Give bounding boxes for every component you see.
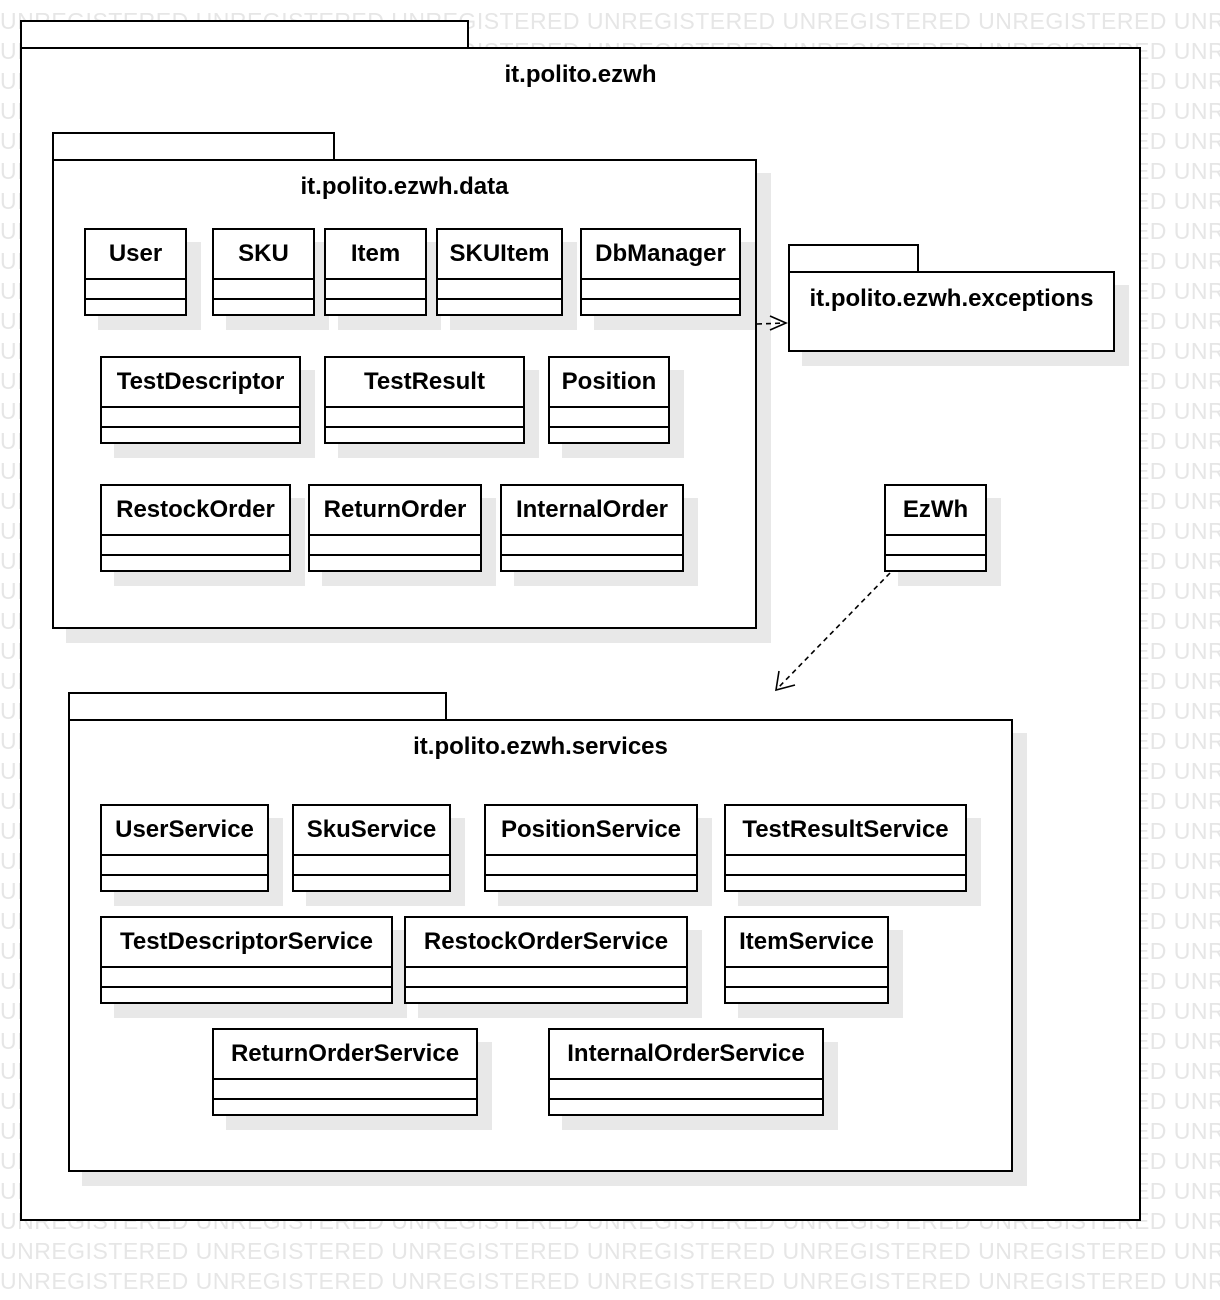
operations-compartment <box>102 428 299 442</box>
class-name: InternalOrder <box>502 486 682 536</box>
class-internalorder[interactable]: InternalOrder <box>500 484 684 572</box>
class-name: TestDescriptorService <box>102 918 391 968</box>
operations-compartment <box>102 988 391 1002</box>
class-name: ReturnOrderService <box>214 1030 476 1080</box>
operations-compartment <box>582 300 739 314</box>
class-name: SKUItem <box>438 230 561 280</box>
operations-compartment <box>214 1100 476 1114</box>
attributes-compartment <box>214 280 313 300</box>
class-testresult[interactable]: TestResult <box>324 356 525 444</box>
attributes-compartment <box>102 856 267 876</box>
class-name: UserService <box>102 806 267 856</box>
operations-compartment <box>550 428 668 442</box>
class-restockorder[interactable]: RestockOrder <box>100 484 291 572</box>
attributes-compartment <box>102 408 299 428</box>
operations-compartment <box>406 988 686 1002</box>
class-skuservice[interactable]: SkuService <box>292 804 451 892</box>
class-item[interactable]: Item <box>324 228 427 316</box>
operations-compartment <box>886 556 985 570</box>
operations-compartment <box>326 428 523 442</box>
attributes-compartment <box>438 280 561 300</box>
class-returnorder[interactable]: ReturnOrder <box>308 484 482 572</box>
package-root-title: it.polito.ezwh <box>504 61 657 88</box>
operations-compartment <box>726 876 965 890</box>
attributes-compartment <box>726 968 887 988</box>
package-exceptions-title: it.polito.ezwh.exceptions <box>809 285 1094 312</box>
attributes-compartment <box>502 536 682 556</box>
class-position[interactable]: Position <box>548 356 670 444</box>
class-name: RestockOrderService <box>406 918 686 968</box>
class-user[interactable]: User <box>84 228 187 316</box>
attributes-compartment <box>86 280 185 300</box>
operations-compartment <box>102 556 289 570</box>
class-returnorderservice[interactable]: ReturnOrderService <box>212 1028 478 1116</box>
class-testdescriptor[interactable]: TestDescriptor <box>100 356 301 444</box>
class-name: SKU <box>214 230 313 280</box>
class-dbmanager[interactable]: DbManager <box>580 228 741 316</box>
class-positionservice[interactable]: PositionService <box>484 804 698 892</box>
operations-compartment <box>326 300 425 314</box>
operations-compartment <box>102 876 267 890</box>
package-tab-data <box>52 132 335 161</box>
class-name: TestDescriptor <box>102 358 299 408</box>
class-sku[interactable]: SKU <box>212 228 315 316</box>
class-name: DbManager <box>582 230 739 280</box>
class-name: InternalOrderService <box>550 1030 822 1080</box>
package-tab-root <box>20 20 469 49</box>
operations-compartment <box>294 876 449 890</box>
class-restockorderservice[interactable]: RestockOrderService <box>404 916 688 1004</box>
package-services-title: it.polito.ezwh.services <box>413 733 668 760</box>
watermark-text: UNREGISTERED UNREGISTERED UNREGISTERED U… <box>0 1268 1220 1294</box>
attributes-compartment <box>102 968 391 988</box>
class-name: User <box>86 230 185 280</box>
class-name: EzWh <box>886 486 985 536</box>
attributes-compartment <box>886 536 985 556</box>
class-name: Position <box>550 358 668 408</box>
attributes-compartment <box>550 1080 822 1100</box>
class-name: TestResult <box>326 358 523 408</box>
class-name: ReturnOrder <box>310 486 480 536</box>
attributes-compartment <box>326 408 523 428</box>
watermark-text: UNREGISTERED UNREGISTERED UNREGISTERED U… <box>0 1238 1220 1264</box>
operations-compartment <box>550 1100 822 1114</box>
class-name: SkuService <box>294 806 449 856</box>
package-data-title: it.polito.ezwh.data <box>300 173 509 200</box>
class-name: PositionService <box>486 806 696 856</box>
attributes-compartment <box>406 968 686 988</box>
class-name: TestResultService <box>726 806 965 856</box>
class-testresultservice[interactable]: TestResultService <box>724 804 967 892</box>
operations-compartment <box>86 300 185 314</box>
package-exceptions[interactable]: it.polito.ezwh.exceptions <box>788 271 1115 352</box>
attributes-compartment <box>486 856 696 876</box>
attributes-compartment <box>294 856 449 876</box>
operations-compartment <box>214 300 313 314</box>
class-skuitem[interactable]: SKUItem <box>436 228 563 316</box>
attributes-compartment <box>102 536 289 556</box>
operations-compartment <box>726 988 887 1002</box>
attributes-compartment <box>550 408 668 428</box>
operations-compartment <box>438 300 561 314</box>
class-ezwh[interactable]: EzWh <box>884 484 987 572</box>
operations-compartment <box>502 556 682 570</box>
attributes-compartment <box>214 1080 476 1100</box>
package-tab-services <box>68 692 447 721</box>
class-testdescriptorservice[interactable]: TestDescriptorService <box>100 916 393 1004</box>
class-userservice[interactable]: UserService <box>100 804 269 892</box>
class-name: ItemService <box>726 918 887 968</box>
operations-compartment <box>310 556 480 570</box>
attributes-compartment <box>726 856 965 876</box>
class-name: Item <box>326 230 425 280</box>
package-tab-exceptions <box>788 244 919 273</box>
class-name: RestockOrder <box>102 486 289 536</box>
attributes-compartment <box>582 280 739 300</box>
operations-compartment <box>486 876 696 890</box>
class-itemservice[interactable]: ItemService <box>724 916 889 1004</box>
class-internalorderservice[interactable]: InternalOrderService <box>548 1028 824 1116</box>
attributes-compartment <box>326 280 425 300</box>
attributes-compartment <box>310 536 480 556</box>
